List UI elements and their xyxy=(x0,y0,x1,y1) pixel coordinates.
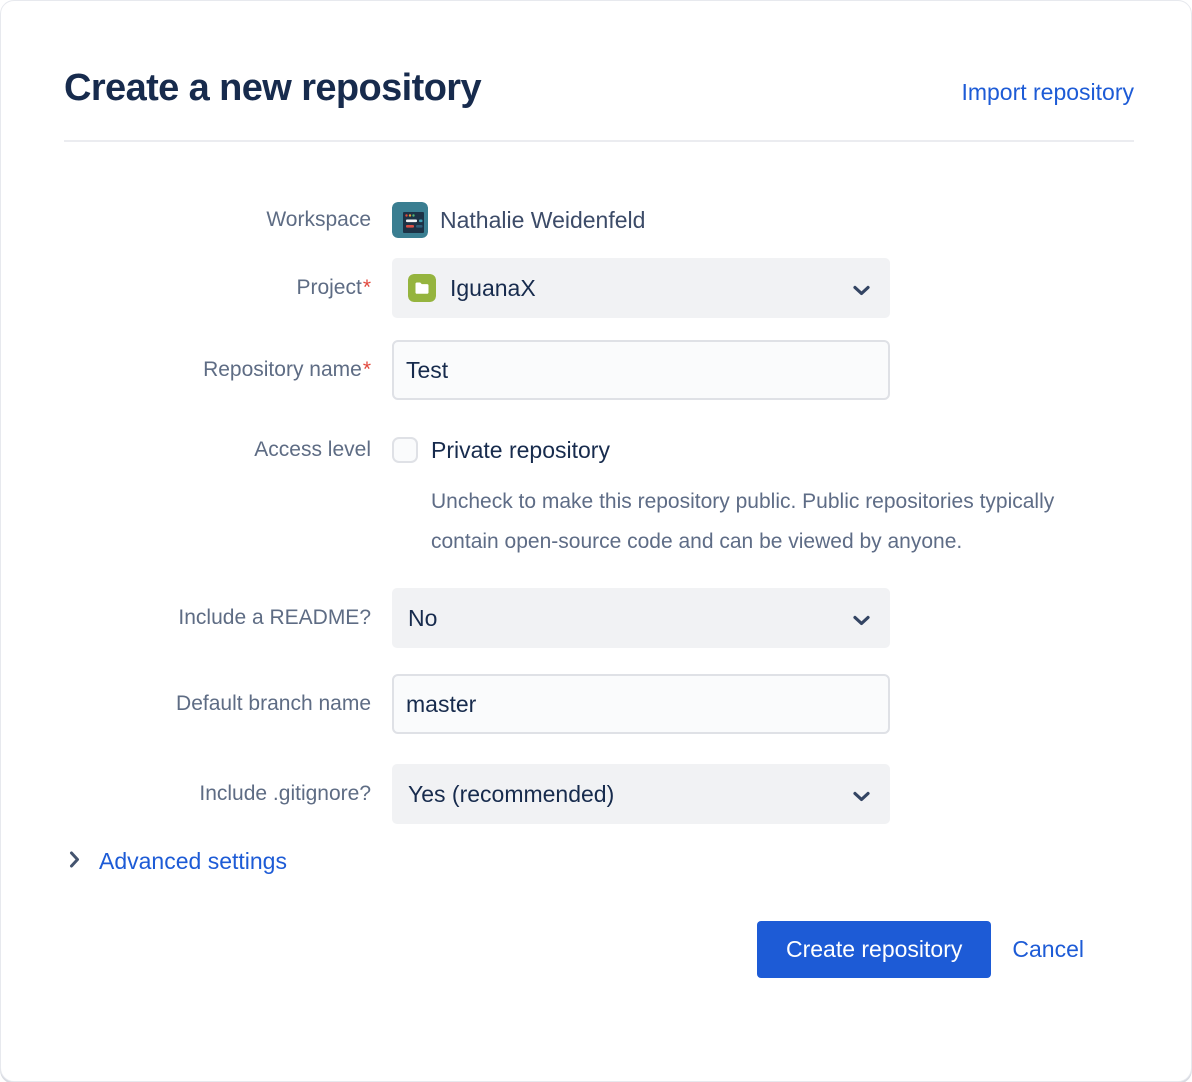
advanced-settings-toggle[interactable]: Advanced settings xyxy=(69,848,1134,875)
form-row-readme: Include a README? No xyxy=(64,588,1134,648)
create-repository-button[interactable]: Create repository xyxy=(757,921,991,978)
default-branch-input[interactable] xyxy=(392,674,890,734)
workspace-avatar-icon xyxy=(392,202,428,238)
repository-name-input[interactable] xyxy=(392,340,890,400)
repository-name-label: Repository name* xyxy=(64,350,371,390)
create-repository-form: Workspace xyxy=(64,200,1134,875)
header-divider xyxy=(64,140,1134,142)
access-level-help-text: Uncheck to make this repository public. … xyxy=(431,482,1103,562)
readme-select[interactable]: No xyxy=(392,588,890,648)
chevron-down-icon xyxy=(853,275,870,302)
chevron-down-icon xyxy=(853,605,870,632)
form-row-project: Project* IguanaX xyxy=(64,258,1134,318)
readme-label: Include a README? xyxy=(64,598,371,638)
project-select-value: IguanaX xyxy=(450,275,853,302)
dialog-footer: Create repository Cancel xyxy=(64,921,1084,978)
required-asterisk: * xyxy=(363,358,371,381)
gitignore-select-value: Yes (recommended) xyxy=(408,781,853,808)
form-row-repository-name: Repository name* xyxy=(64,340,1134,400)
workspace-name: Nathalie Weidenfeld xyxy=(440,207,645,234)
workspace-value: Nathalie Weidenfeld xyxy=(392,202,890,238)
chevron-down-icon xyxy=(853,781,870,808)
chevron-right-icon xyxy=(69,851,80,873)
form-row-access-level: Access level Private repository xyxy=(64,430,1134,470)
default-branch-label: Default branch name xyxy=(64,684,371,724)
private-repository-option: Private repository xyxy=(392,437,890,464)
readme-select-value: No xyxy=(408,605,853,632)
form-row-workspace: Workspace xyxy=(64,200,1134,240)
project-label: Project* xyxy=(64,268,371,308)
form-row-default-branch: Default branch name xyxy=(64,674,1134,734)
project-select[interactable]: IguanaX xyxy=(392,258,890,318)
dialog-header: Create a new repository Import repositor… xyxy=(64,67,1134,110)
gitignore-select[interactable]: Yes (recommended) xyxy=(392,764,890,824)
advanced-settings-label: Advanced settings xyxy=(99,848,287,875)
access-level-label: Access level xyxy=(64,430,371,470)
required-asterisk: * xyxy=(363,276,371,299)
import-repository-link[interactable]: Import repository xyxy=(961,79,1134,106)
workspace-label: Workspace xyxy=(64,200,371,240)
project-avatar-icon xyxy=(408,274,436,302)
private-repository-checkbox-label[interactable]: Private repository xyxy=(431,437,610,464)
form-row-gitignore: Include .gitignore? Yes (recommended) xyxy=(64,764,1134,824)
page-title: Create a new repository xyxy=(64,67,481,110)
private-repository-checkbox[interactable] xyxy=(392,437,418,463)
cancel-button[interactable]: Cancel xyxy=(1012,936,1084,963)
gitignore-label: Include .gitignore? xyxy=(64,774,371,814)
